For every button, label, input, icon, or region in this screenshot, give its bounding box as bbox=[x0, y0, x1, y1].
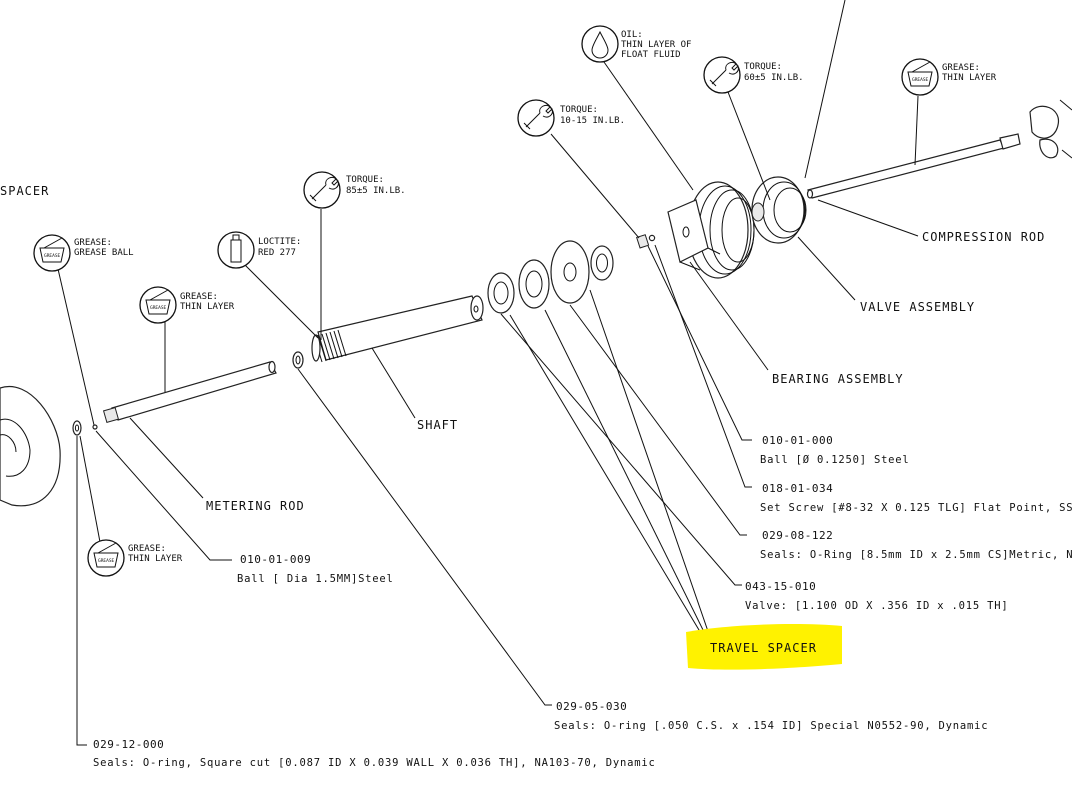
metering-rod-part bbox=[92, 360, 277, 430]
part-number: 029-12-000 bbox=[93, 738, 164, 751]
end-cap-part bbox=[0, 385, 61, 507]
torque-wrench-icon bbox=[303, 171, 341, 209]
square-cut-oring-part bbox=[72, 420, 82, 436]
grease-oring-line1: GREASE: bbox=[128, 544, 166, 554]
oil-callout-line3: FLOAT FLUID bbox=[621, 50, 681, 60]
part-description: Set Screw [#8-32 X 0.125 TLG] Flat Point… bbox=[760, 502, 1072, 514]
part-description: Seals: O-ring, Square cut [0.087 ID X 0.… bbox=[93, 757, 656, 769]
grease-tub-text: GREASE bbox=[150, 305, 167, 311]
part-description: Valve: [1.100 OD X .356 ID x .015 TH] bbox=[745, 600, 1009, 612]
grease-ball-line1: GREASE: bbox=[74, 238, 112, 248]
torque-shaft-line2: 85±5 IN.LB. bbox=[346, 186, 406, 196]
valve-assembly-part bbox=[751, 176, 807, 244]
part-number: 010-01-000 bbox=[762, 434, 833, 447]
metering-rod-label: METERING ROD bbox=[206, 499, 305, 513]
grease-rod-line1: GREASE: bbox=[942, 63, 980, 73]
grease-tub-icon: GREASE bbox=[33, 234, 71, 272]
leader-lines bbox=[57, 0, 919, 746]
part-description: Ball [Ø 0.1250] Steel bbox=[760, 454, 910, 466]
torque-wrench-icon bbox=[703, 56, 741, 94]
oil-callout-line2: THIN LAYER OF bbox=[621, 40, 691, 50]
part-number: 029-05-030 bbox=[556, 700, 627, 713]
shaft-label: SHAFT bbox=[417, 418, 458, 432]
grease-tub-text: GREASE bbox=[912, 77, 929, 83]
grease-rod-line2: THIN LAYER bbox=[942, 73, 997, 83]
torque-valve-line1: TORQUE: bbox=[744, 62, 782, 72]
travel-spacer-highlight: TRAVEL SPACER bbox=[686, 624, 842, 670]
part-number: 010-01-009 bbox=[240, 553, 311, 566]
part-number: 043-15-010 bbox=[745, 580, 816, 593]
loctite-line2: RED 277 bbox=[258, 248, 296, 258]
torque-wrench-icon bbox=[517, 99, 555, 137]
grease-ball-line2: GREASE BALL bbox=[74, 248, 134, 258]
grease-tub-icon: GREASE bbox=[901, 58, 939, 96]
grease-tub-text: GREASE bbox=[44, 253, 61, 259]
valve-assembly-label: VALVE ASSEMBLY bbox=[860, 300, 975, 314]
oil-callout-line1: OIL: bbox=[621, 30, 643, 40]
oil-drop-icon bbox=[581, 25, 619, 63]
part-number: 018-01-034 bbox=[762, 482, 833, 495]
torque-valve-line2: 60±5 IN.LB. bbox=[744, 73, 804, 83]
part-description: Seals: O-ring [.050 C.S. x .154 ID] Spec… bbox=[554, 720, 988, 732]
part-number: 029-08-122 bbox=[762, 529, 833, 542]
grease-tub-text: GREASE bbox=[98, 558, 115, 564]
spacer-label: SPACER bbox=[0, 184, 49, 198]
part-description: Seals: O-Ring [8.5mm ID x 2.5mm CS]Metri… bbox=[760, 549, 1072, 561]
travel-spacer-parts bbox=[487, 240, 614, 314]
grease-tub-icon: GREASE bbox=[139, 286, 177, 324]
compression-rod-part bbox=[806, 133, 1021, 199]
loctite-line1: LOCTITE: bbox=[258, 237, 301, 247]
torque-shaft-line1: TORQUE: bbox=[346, 175, 384, 185]
torque-ball-line1: TORQUE: bbox=[560, 105, 598, 115]
bearing-assembly-label: BEARING ASSEMBLY bbox=[772, 372, 904, 386]
shaft-part bbox=[311, 295, 484, 363]
compression-rod-label: COMPRESSION ROD bbox=[922, 230, 1045, 244]
part-description: Ball [ Dia 1.5MM]Steel bbox=[237, 573, 394, 585]
grease-meter-line1: GREASE: bbox=[180, 292, 218, 302]
top-right-fragment-part bbox=[1029, 99, 1072, 159]
travel-spacer-label: TRAVEL SPACER bbox=[710, 641, 817, 655]
grease-oring-line2: THIN LAYER bbox=[128, 554, 183, 564]
grease-tub-icon: GREASE bbox=[87, 539, 125, 577]
torque-ball-line2: 10-15 IN.LB. bbox=[560, 116, 625, 126]
grease-meter-line2: THIN LAYER bbox=[180, 302, 235, 312]
bearing-assembly-part bbox=[667, 181, 755, 279]
loctite-tube-icon bbox=[217, 231, 255, 269]
ball-setscrew-parts bbox=[636, 234, 656, 249]
shaft-oring-part bbox=[292, 351, 304, 369]
